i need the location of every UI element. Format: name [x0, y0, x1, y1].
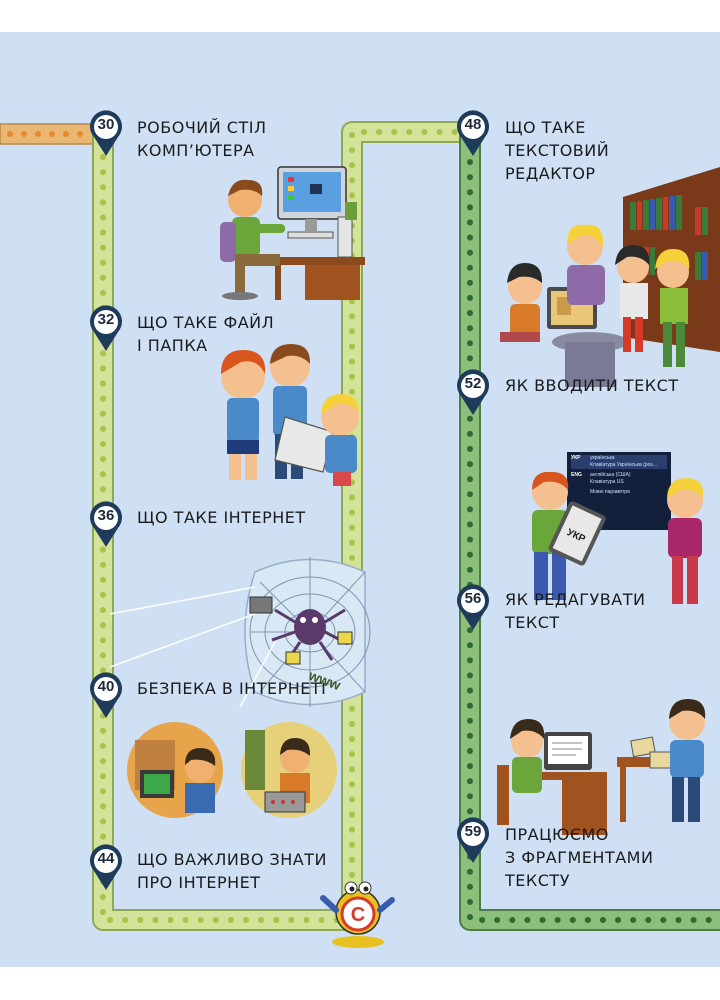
boy-at-computer-illustration — [220, 166, 365, 300]
map-pin-icon — [90, 501, 122, 547]
language-option-ukr[interactable]: УКР українська Клавіатура Українська (ро… — [571, 455, 667, 469]
page-number: 32 — [97, 311, 115, 328]
mascot-illustration: C — [320, 881, 395, 948]
lesson-title-line: ЯК РЕДАГУВАТИ — [505, 590, 646, 609]
page-bottom-margin — [0, 967, 720, 1000]
map-pin-icon — [90, 110, 122, 156]
lesson-title-44[interactable]: ЩО ВАЖЛИВО ЗНАТИ ПРО ІНТЕРНЕТ — [137, 848, 327, 894]
lesson-title-line: ЩО ВАЖЛИВО ЗНАТИ — [137, 850, 327, 869]
lesson-title-line: І ПАПКА — [137, 336, 208, 355]
map-pin-icon — [457, 817, 489, 863]
page-pin-40[interactable]: 40 — [88, 672, 124, 720]
page-background: www C — [0, 32, 720, 967]
lesson-title-line: ЯК ВВОДИТИ ТЕКСТ — [505, 376, 679, 395]
page-number: 52 — [464, 375, 482, 392]
lesson-title-line: БЕЗПЕКА В ІНТЕРНЕТІ — [137, 679, 327, 698]
keyboard-layout: Клавіатура US — [590, 479, 624, 485]
page-number: 48 — [464, 116, 482, 133]
lesson-title-line: ТЕКСТУ — [505, 871, 570, 890]
lesson-title-59[interactable]: ПРАЦЮЄМО З ФРАГМЕНТАМИ ТЕКСТУ — [505, 823, 653, 892]
language-option-eng[interactable]: ENG англійська (США) Клавіатура US — [571, 472, 667, 486]
page-pin-48[interactable]: 48 — [455, 110, 491, 158]
lesson-title-line: ЩО ТАКЕ ФАЙЛ — [137, 313, 275, 332]
lesson-title-line: ПРАЦЮЄМО — [505, 825, 609, 844]
page-pin-32[interactable]: 32 — [88, 305, 124, 353]
lesson-title-line: КОМП’ЮТЕРА — [137, 141, 255, 160]
page-pin-59[interactable]: 59 — [455, 817, 491, 865]
keyboard-language-panel: УКР українська Клавіатура Українська (ро… — [567, 452, 671, 530]
kids-editing-text-illustration — [497, 699, 706, 835]
lesson-title-line: РЕДАКТОР — [505, 164, 596, 183]
internet-web-illustration: www — [110, 557, 371, 708]
lesson-title-56[interactable]: ЯК РЕДАГУВАТИ ТЕКСТ — [505, 588, 645, 634]
map-pin-icon — [90, 305, 122, 351]
lesson-title-line: ТЕКСТ — [505, 613, 560, 632]
language-code: ENG — [571, 472, 582, 478]
map-pin-icon — [90, 844, 122, 890]
page-number: 44 — [97, 850, 115, 867]
language-name: українська — [590, 455, 615, 461]
dark-green-track-dots — [467, 159, 720, 923]
lesson-title-line: РОБОЧИЙ СТІЛ — [137, 118, 267, 137]
library-kids-illustration — [500, 167, 720, 387]
page-number: 30 — [97, 116, 115, 133]
language-settings-label: Мовні параметри — [590, 489, 630, 495]
lesson-title-32[interactable]: ЩО ТАКЕ ФАЙЛ І ПАПКА — [137, 311, 274, 357]
map-pin-icon — [457, 369, 489, 415]
map-pin-icon — [90, 672, 122, 718]
lesson-title-40[interactable]: БЕЗПЕКА В ІНТЕРНЕТІ — [137, 677, 326, 700]
page-pin-30[interactable]: 30 — [88, 110, 124, 158]
map-pin-icon — [457, 584, 489, 630]
language-name: англійська (США) — [590, 472, 631, 478]
internet-safety-illustration — [127, 722, 337, 818]
language-code: УКР — [571, 455, 581, 461]
page-number: 36 — [97, 507, 115, 524]
language-settings-link[interactable]: Мовні параметри — [571, 489, 667, 496]
page-pin-52[interactable]: 52 — [455, 369, 491, 417]
lesson-title-30[interactable]: РОБОЧИЙ СТІЛ КОМП’ЮТЕРА — [137, 116, 267, 162]
map-pin-icon — [457, 110, 489, 156]
page-pin-56[interactable]: 56 — [455, 584, 491, 632]
page-pin-44[interactable]: 44 — [88, 844, 124, 892]
kids-with-files-illustration — [221, 344, 359, 486]
orange-track-dots — [7, 131, 83, 137]
lesson-title-36[interactable]: ЩО ТАКЕ ІНТЕРНЕТ — [137, 506, 306, 529]
page-number: 40 — [97, 678, 115, 695]
lesson-title-line: З ФРАГМЕНТАМИ — [505, 848, 654, 867]
page-pin-36[interactable]: 36 — [88, 501, 124, 549]
lesson-title-line: ТЕКСТОВИЙ — [505, 141, 610, 160]
lesson-title-line: ЩО ТАКЕ — [505, 118, 586, 137]
kids-with-tablet-illustration: УКР — [532, 472, 704, 604]
lesson-title-48[interactable]: ЩО ТАКЕ ТЕКСТОВИЙ РЕДАКТОР — [505, 116, 609, 185]
page-number: 56 — [464, 590, 482, 607]
lesson-title-52[interactable]: ЯК ВВОДИТИ ТЕКСТ — [505, 374, 679, 397]
lesson-title-line: ЩО ТАКЕ ІНТЕРНЕТ — [137, 508, 306, 527]
lesson-title-line: ПРО ІНТЕРНЕТ — [137, 873, 261, 892]
page-number: 59 — [464, 823, 482, 840]
mascot-letter: C — [351, 904, 365, 926]
keyboard-layout: Клавіатура Українська (роз... — [590, 462, 657, 468]
